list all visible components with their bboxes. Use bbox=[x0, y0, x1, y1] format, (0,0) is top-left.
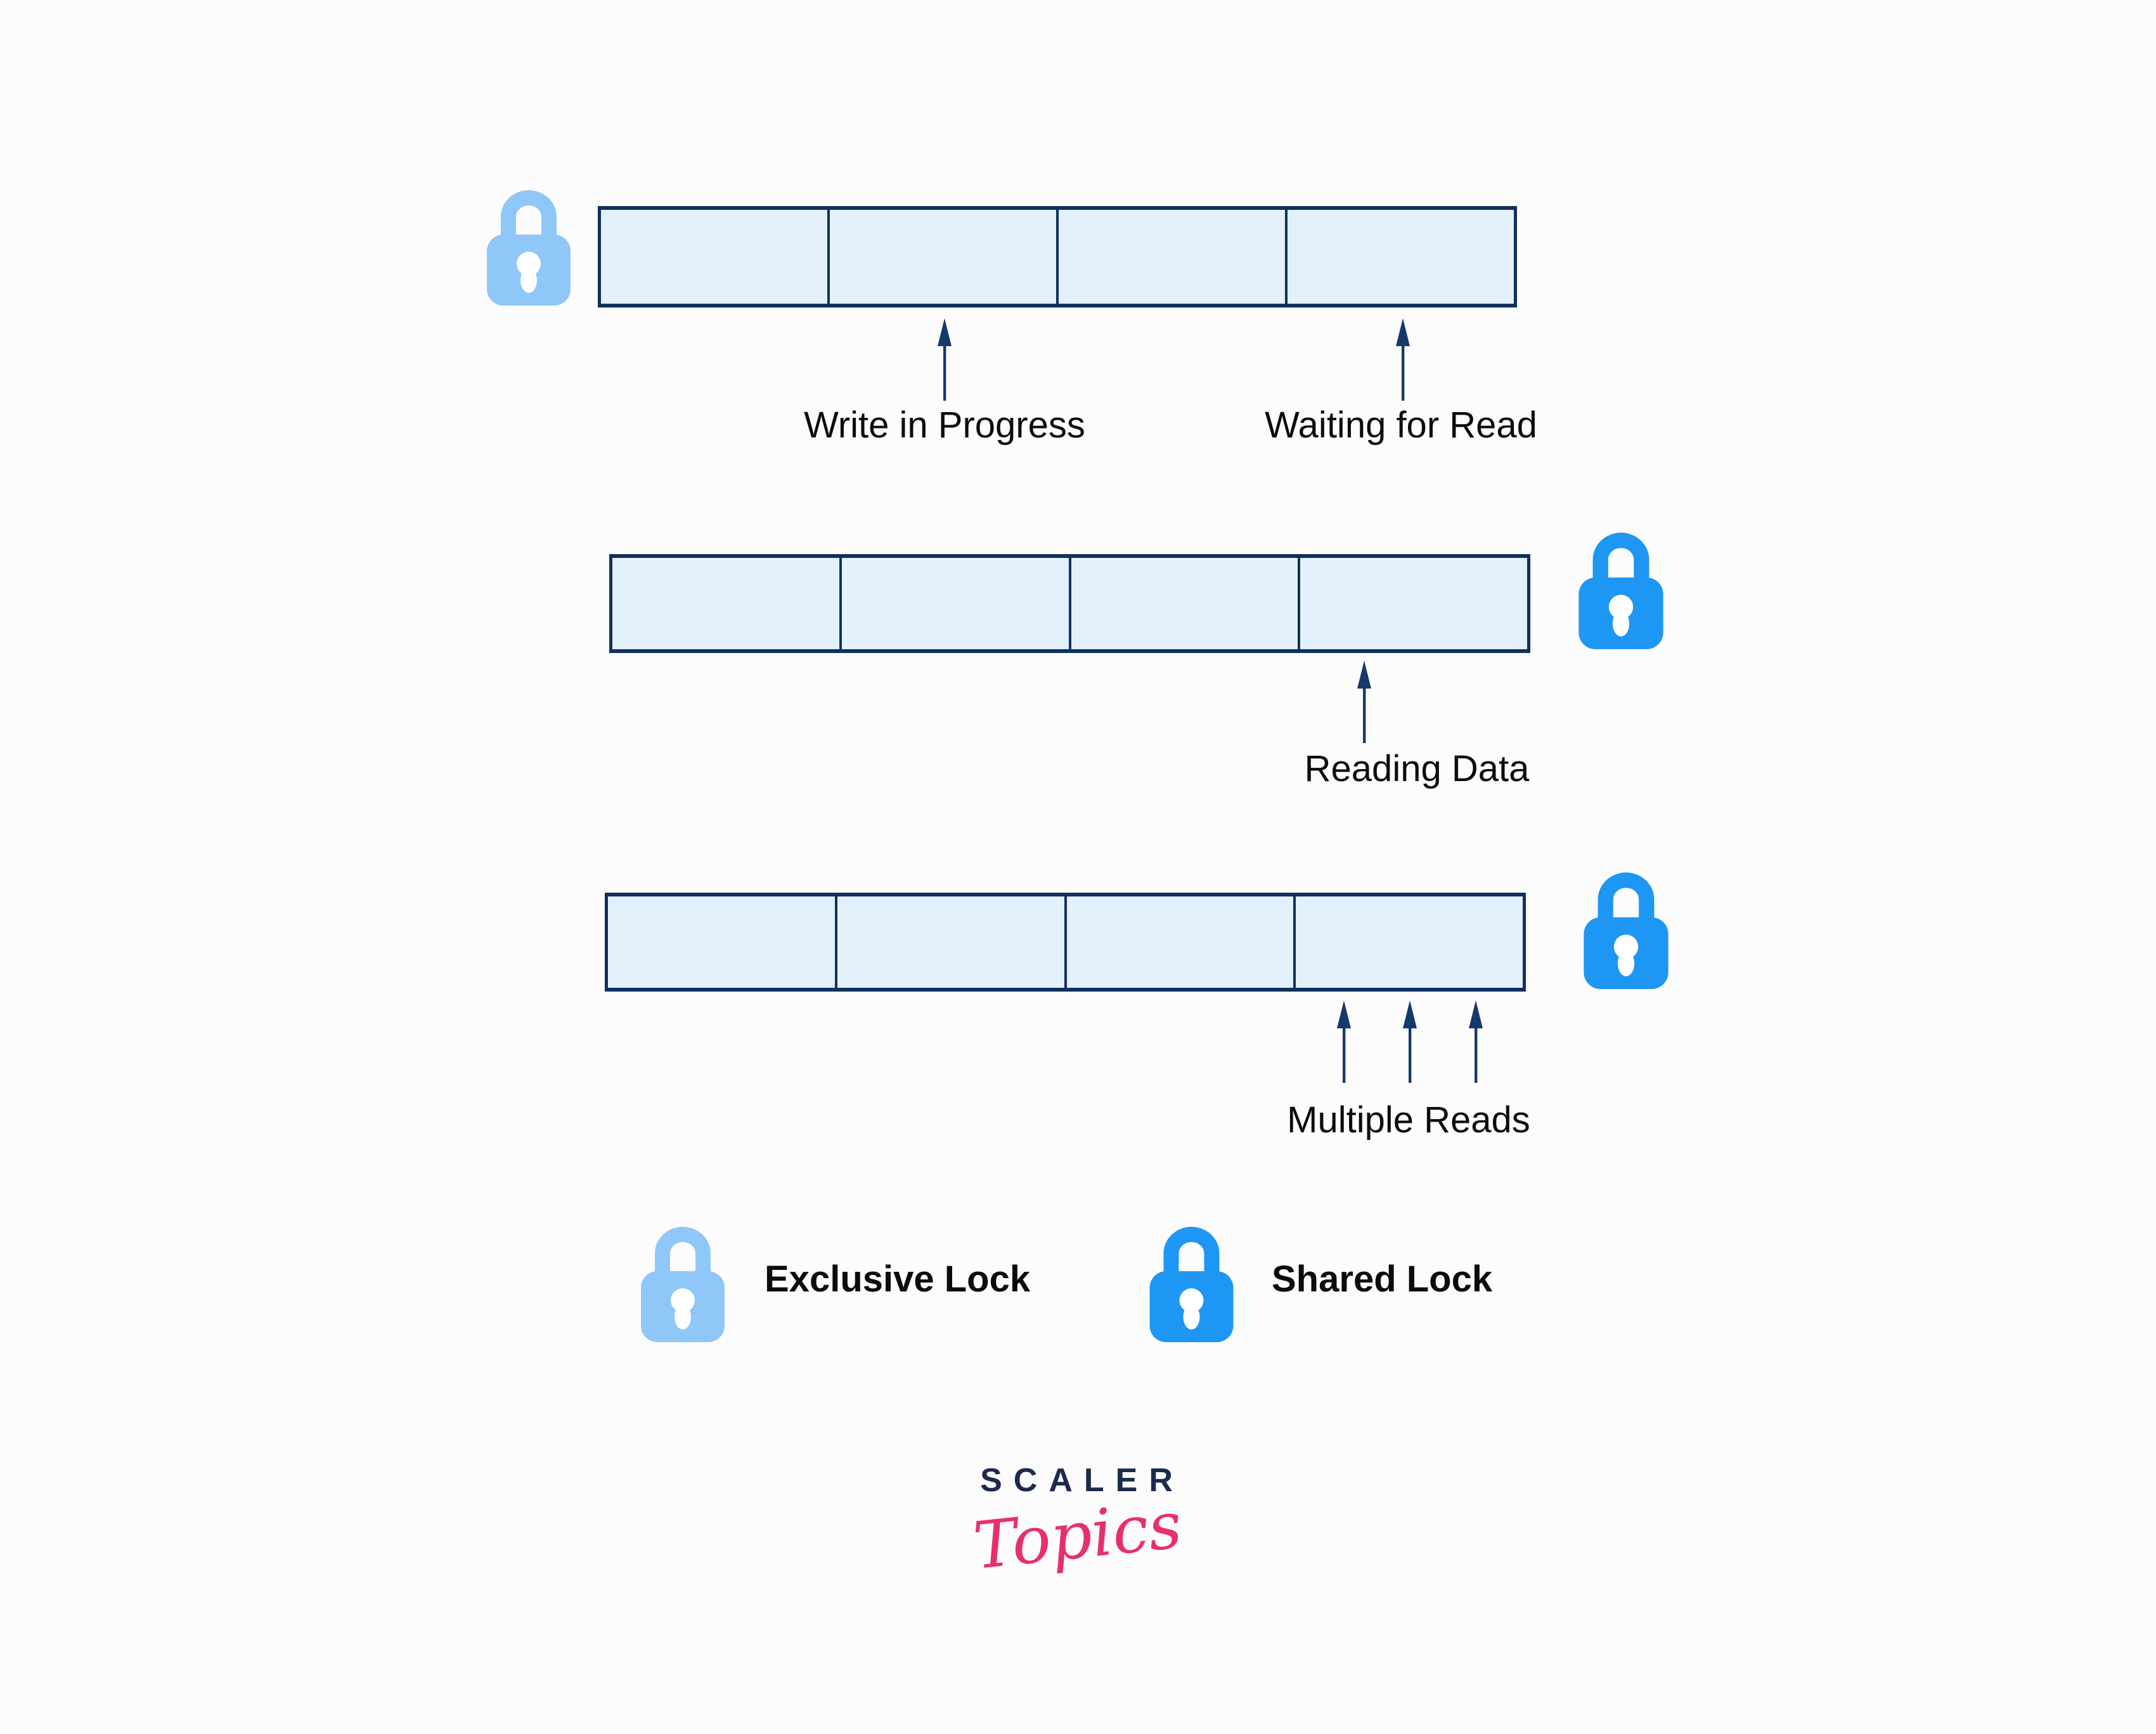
up-arrow-icon bbox=[1393, 318, 1412, 402]
legend-label-shared-lock: Shared Lock bbox=[1272, 1258, 1493, 1300]
annotation-write-in-progress: Write in Progress bbox=[804, 404, 1085, 446]
up-arrow-icon bbox=[1466, 1000, 1485, 1084]
shared-lock-icon bbox=[1149, 1215, 1234, 1342]
data-bar-row3 bbox=[605, 893, 1526, 992]
bar-cell bbox=[1056, 210, 1285, 304]
up-arrow-icon bbox=[1400, 1000, 1419, 1084]
bar-cell bbox=[1068, 558, 1298, 649]
bar-cell bbox=[827, 210, 1056, 304]
up-arrow-icon bbox=[1355, 661, 1374, 744]
bar-cell bbox=[1285, 210, 1514, 304]
up-arrow-icon bbox=[935, 318, 954, 402]
up-arrow-icon bbox=[1334, 1000, 1353, 1084]
annotation-reading-data: Reading Data bbox=[1304, 748, 1530, 789]
exclusive-lock-icon bbox=[487, 179, 571, 306]
bar-cell bbox=[1298, 558, 1527, 649]
bar-cell bbox=[839, 558, 1069, 649]
bar-cell bbox=[834, 896, 1064, 988]
annotation-multiple-reads: Multiple Reads bbox=[1287, 1099, 1530, 1141]
shared-lock-icon bbox=[1584, 861, 1669, 989]
data-bar-row2 bbox=[609, 554, 1530, 653]
bar-cell bbox=[612, 558, 839, 649]
legend-label-exclusive-lock: Exclusive Lock bbox=[765, 1258, 1031, 1300]
shared-lock-icon bbox=[1578, 521, 1663, 649]
bar-cell bbox=[1293, 896, 1523, 988]
logo-topics-text: Topics bbox=[970, 1487, 1185, 1584]
annotation-waiting-for-read: Waiting for Read bbox=[1265, 404, 1537, 446]
bar-cell bbox=[1064, 896, 1294, 988]
bar-cell bbox=[608, 896, 835, 988]
data-bar-row1 bbox=[598, 206, 1517, 307]
logo-scaler-text: SCALER bbox=[980, 1462, 1184, 1499]
bar-cell bbox=[601, 210, 827, 304]
exclusive-lock-icon bbox=[641, 1215, 725, 1342]
